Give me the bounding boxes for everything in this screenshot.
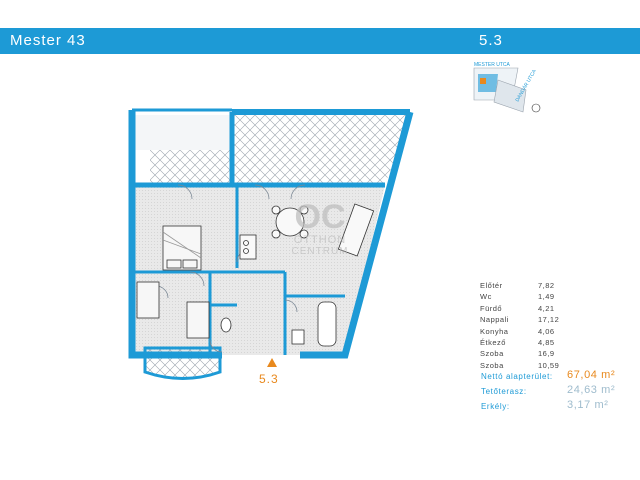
balcony-value: 3,17 m² [567, 399, 609, 411]
terrace-label: Tetőterasz: [481, 387, 527, 396]
sofa [337, 203, 375, 257]
watermark-logo: OC [294, 198, 346, 236]
single-bed-1 [136, 281, 160, 319]
plan-unit-marker: 5.3 [259, 372, 279, 386]
balcony-label: Erkély: [481, 402, 510, 411]
header-bar: Mester 43 5.3 [0, 28, 640, 54]
terrace-value: 24,63 m² [567, 384, 616, 396]
watermark-line1: OTTHON [293, 234, 347, 246]
watermark-line2: CENTRUM [291, 246, 349, 257]
net-area-label: Nettó alapterület: [481, 372, 553, 381]
outer-wall [128, 110, 222, 359]
terrace-area [232, 115, 410, 185]
building-title: Mester 43 [10, 32, 86, 49]
location-minimap: MESTER UTCA DANDÁR UTCA [473, 62, 541, 113]
unit-number: 5.3 [479, 32, 503, 49]
terrace-left [132, 115, 232, 150]
compass-icon [531, 103, 541, 113]
entrance-arrow-icon [267, 358, 277, 367]
kitchen-counter [239, 234, 257, 260]
otthon-centrum-watermark: OC OTTHON CENTRUM [290, 200, 350, 257]
toilet [220, 317, 232, 333]
net-area-value: 67,04 m² [567, 369, 616, 381]
bathtub [317, 301, 337, 347]
dining-table [275, 207, 305, 237]
single-bed-2 [186, 301, 210, 339]
minimap-street1: MESTER UTCA [474, 62, 511, 68]
